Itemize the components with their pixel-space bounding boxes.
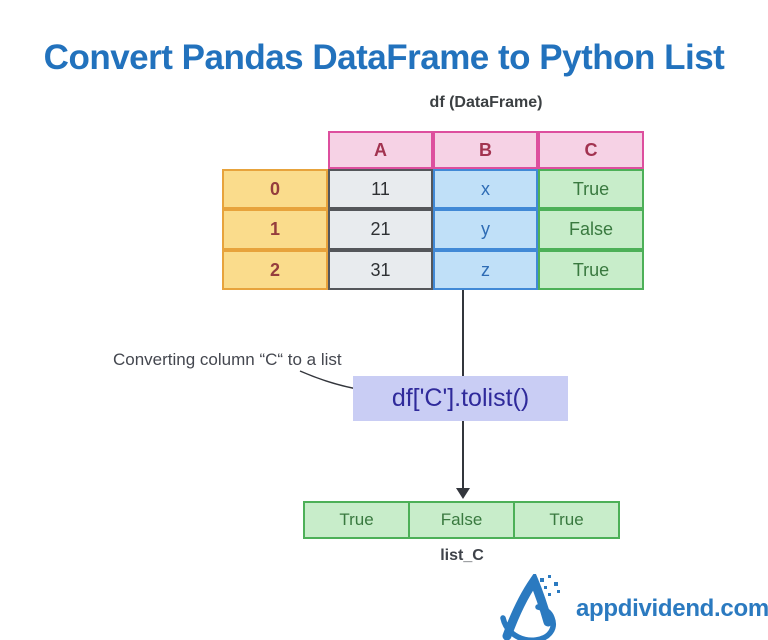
df-index-0: 0 xyxy=(222,169,328,209)
df-header-col-b: B xyxy=(433,131,538,169)
brand-site-text: appdividend.com xyxy=(576,595,768,622)
result-list-label: list_C xyxy=(440,547,484,564)
df-cell-c1: False xyxy=(538,209,644,250)
result-cell-0: True xyxy=(339,510,374,529)
df-index-1: 1 xyxy=(222,209,328,250)
df-cell-b0: x xyxy=(433,169,538,209)
annotation-text: Converting column “C“ to a list xyxy=(113,350,342,369)
df-cell-a0: 11 xyxy=(328,169,433,209)
result-list-row: True False True xyxy=(303,501,620,539)
appdividend-logo-icon xyxy=(500,574,560,640)
df-cell-b2: z xyxy=(433,250,538,290)
df-cell-a1: 21 xyxy=(328,209,433,250)
df-header-col-c: C xyxy=(538,131,644,169)
df-cell-c2: True xyxy=(538,250,644,290)
df-header-col-a: A xyxy=(328,131,433,169)
dataframe-label: df (DataFrame) xyxy=(429,94,543,111)
df-cell-b1: y xyxy=(433,209,538,250)
df-cell-c0: True xyxy=(538,169,644,209)
result-cell-1: False xyxy=(408,503,513,537)
result-cell-2: True xyxy=(513,503,618,537)
down-arrowhead-icon xyxy=(456,488,470,499)
code-box: df['C'].tolist() xyxy=(353,376,568,421)
df-index-2: 2 xyxy=(222,250,328,290)
page-title: Convert Pandas DataFrame to Python List xyxy=(43,38,725,77)
df-cell-a2: 31 xyxy=(328,250,433,290)
